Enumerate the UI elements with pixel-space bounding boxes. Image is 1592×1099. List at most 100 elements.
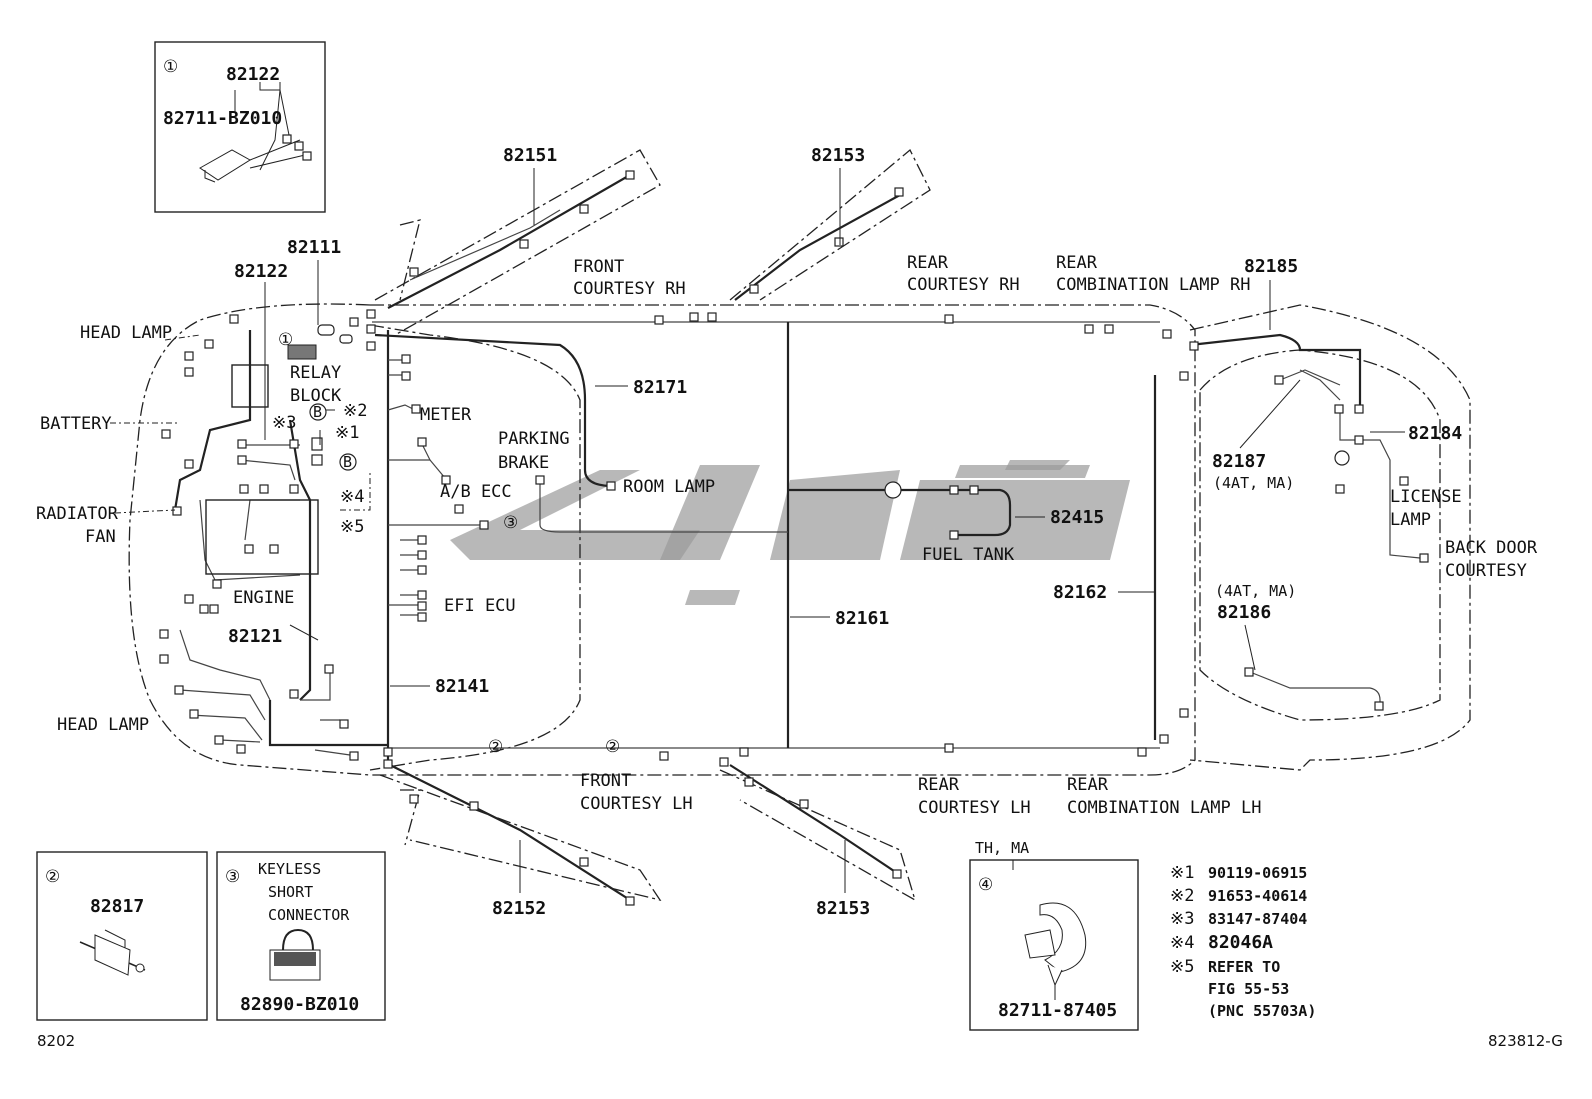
label-room-lamp: ROOM LAMP — [623, 477, 715, 497]
label-back-door-1: BACK DOOR — [1445, 538, 1538, 558]
label-license-2: LAMP — [1390, 510, 1431, 530]
label-rear-comb-rh-1: REAR — [1056, 253, 1098, 273]
ref-mark-4: ※4 — [340, 487, 364, 507]
label-license-1: LICENSE — [1390, 487, 1462, 507]
label-front-courtesy-lh-2: COURTESY LH — [580, 794, 693, 814]
watermark-logo — [450, 460, 1130, 605]
part-82153-bottom: 82153 — [816, 898, 870, 919]
ref-mark-3: ※3 — [272, 413, 296, 433]
inset-marker-4: ④ — [978, 875, 993, 895]
label-battery: BATTERY — [40, 414, 112, 434]
label-fan: FAN — [85, 527, 116, 547]
diagram-markers: ① ③ ② ② B B ※2 ※3 ※1 ※4 ※5 — [272, 330, 620, 757]
connectors — [159, 170, 1429, 906]
label-radiator: RADIATOR — [36, 504, 119, 524]
label-ab-ecc: A/B ECC — [440, 482, 512, 502]
label-rear-courtesy-rh-2: COURTESY RH — [907, 275, 1020, 295]
keyless-label-2: SHORT — [268, 883, 313, 901]
marker-b1: B — [343, 453, 352, 471]
label-rear-courtesy-lh-1: REAR — [918, 775, 960, 795]
label-front-courtesy-lh-1: FRONT — [580, 771, 631, 791]
label-rear-courtesy-lh-2: COURTESY LH — [918, 798, 1031, 818]
reference-notes: ※1 90119-06915 ※2 91653-40614 ※3 83147-8… — [1170, 863, 1316, 1020]
inset-box-2: ② 82817 — [36, 851, 208, 1021]
part-82711-bz010: 82711-BZ010 — [163, 108, 282, 129]
note-text-3: 83147-87404 — [1208, 910, 1307, 928]
label-meter: METER — [420, 405, 472, 425]
part-82415: 82415 — [1050, 507, 1104, 528]
label-rear-comb-lh-2: COMBINATION LAMP LH — [1067, 798, 1261, 818]
label-rear-courtesy-rh-1: REAR — [907, 253, 949, 273]
ref-mark-1: ※1 — [335, 423, 359, 443]
part-82186: 82186 — [1217, 602, 1271, 623]
ref-mark-5: ※5 — [340, 517, 364, 537]
label-parking: PARKING — [498, 429, 570, 449]
part-82171: 82171 — [633, 377, 687, 398]
label-back-door-2: COURTESY — [1445, 561, 1527, 581]
note-mark-3: ※3 — [1170, 909, 1194, 929]
inset-box-1: ① 82122 82711-BZ010 — [154, 41, 326, 213]
label-block: BLOCK — [290, 386, 342, 406]
label-head-lamp-top: HEAD LAMP — [80, 323, 172, 343]
label-head-lamp-bottom: HEAD LAMP — [57, 715, 149, 735]
note-mark-2: ※2 — [1170, 886, 1194, 906]
label-brake: BRAKE — [498, 453, 549, 473]
part-82711-87405: 82711-87405 — [998, 1000, 1117, 1021]
note-text-4: 82046A — [1208, 932, 1273, 953]
clip-drawing-82817 — [79, 929, 146, 976]
part-82890-bz010: 82890-BZ010 — [240, 994, 359, 1015]
marker-1-relay: ① — [278, 330, 293, 350]
part-82152: 82152 — [492, 898, 546, 919]
note-mark-1: ※1 — [1170, 863, 1194, 883]
label-rear-comb-lh-1: REAR — [1067, 775, 1109, 795]
note-text-1: 90119-06915 — [1208, 864, 1307, 882]
part-82162: 82162 — [1053, 582, 1107, 603]
marker-b: B — [313, 403, 322, 421]
note-mark-5: ※5 — [1170, 957, 1194, 977]
inset-marker-3: ③ — [225, 867, 240, 887]
vehicle-body-outline — [128, 148, 1471, 902]
note-text-2: 91653-40614 — [1208, 887, 1307, 905]
note-text-7: (PNC 55703A) — [1208, 1002, 1316, 1020]
footer-figure-number: 8202 — [37, 1032, 75, 1050]
part-82141: 82141 — [435, 676, 489, 697]
th-ma-label: TH, MA — [975, 839, 1029, 857]
label-4at-ma-top: (4AT, MA) — [1213, 474, 1294, 492]
label-fuel-tank: FUEL TANK — [922, 545, 1015, 565]
marker-2-a: ② — [488, 737, 503, 757]
inset-marker-2: ② — [45, 867, 60, 887]
ref-mark-2: ※2 — [343, 401, 367, 421]
label-front-courtesy-rh-2: COURTESY RH — [573, 279, 686, 299]
grommet-drawing — [1024, 902, 1087, 987]
part-82161: 82161 — [835, 608, 889, 629]
part-number-labels: 82151 82153 82111 82122 82171 82185 8218… — [228, 145, 1462, 919]
note-text-5: REFER TO — [1208, 958, 1280, 976]
label-4at-ma-bottom: (4AT, MA) — [1215, 582, 1296, 600]
keyless-label-1: KEYLESS — [258, 860, 321, 878]
inset-marker-1: ① — [163, 57, 178, 77]
note-text-6: FIG 55-53 — [1208, 980, 1289, 998]
keyless-connector-drawing — [269, 928, 321, 981]
inset-box-4: TH, MA ④ 82711-87405 — [969, 839, 1139, 1031]
descriptive-labels: HEAD LAMP BATTERY RADIATOR FAN HEAD LAMP… — [36, 253, 1538, 818]
footer-drawing-number: 823812-G — [1488, 1032, 1563, 1050]
part-82817: 82817 — [90, 896, 144, 917]
inset-box-3: ③ KEYLESS SHORT CONNECTOR 82890-BZ010 — [216, 851, 386, 1021]
keyless-label-3: CONNECTOR — [268, 906, 350, 924]
part-82151: 82151 — [503, 145, 557, 166]
marker-2-b: ② — [605, 737, 620, 757]
part-82184: 82184 — [1408, 423, 1462, 444]
label-efi-ecu: EFI ECU — [444, 596, 516, 616]
part-82153-top: 82153 — [811, 145, 865, 166]
marker-3-center: ③ — [503, 513, 518, 533]
label-rear-comb-rh-2: COMBINATION LAMP RH — [1056, 275, 1250, 295]
part-82122-main: 82122 — [234, 261, 288, 282]
part-82185: 82185 — [1244, 256, 1298, 277]
part-82111: 82111 — [287, 237, 341, 258]
part-82121: 82121 — [228, 626, 282, 647]
part-82122-inset: 82122 — [226, 64, 280, 85]
connector-drawing-82711 — [199, 134, 312, 183]
label-relay: RELAY — [290, 363, 341, 383]
label-engine: ENGINE — [233, 588, 294, 608]
